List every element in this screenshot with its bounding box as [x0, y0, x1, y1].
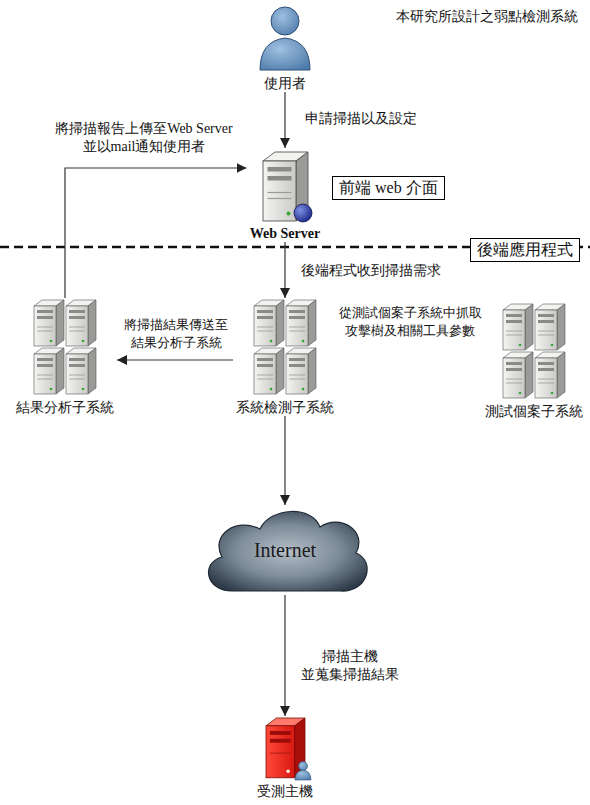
node-label: 結果分析子系統 [16, 399, 114, 417]
subsystem-node: 系統檢測子系統 [233, 298, 337, 416]
edge-label: 申請掃描以及設定 [296, 110, 426, 128]
node-label: 後端應用程式 [477, 240, 573, 260]
tier-box: 後端應用程式 [470, 238, 580, 262]
subsystem-node: 結果分析子系統 [13, 298, 117, 416]
tier-box: 前端 web 介面 [332, 176, 445, 200]
target-host-icon [266, 718, 311, 780]
edge-label: 後端程式收到掃描需求 [296, 262, 446, 280]
edge-label: 將掃描結果傳送至 結果分析子系統 [120, 316, 232, 352]
flow-arrow [284, 92, 285, 148]
flow-arrow [284, 595, 285, 716]
flow-arrow [65, 168, 247, 298]
subsystem-node: 測試個案子系統 [482, 302, 586, 420]
user-icon [260, 7, 310, 70]
flow-arrow [284, 242, 285, 298]
node-label: Internet [254, 538, 316, 562]
node-label: 測試個案子系統 [485, 403, 583, 421]
node-label: 受測主機 [257, 783, 313, 801]
edge-label: 將掃描報告上傳至Web Server 並以mail通知使用者 [38, 120, 250, 156]
diagram-title: 本研究所設計之弱點檢測系統 [396, 8, 578, 26]
node-label: 使用者 [264, 75, 306, 93]
server-stack-icon [34, 300, 96, 394]
node-label: 前端 web 介面 [339, 178, 438, 198]
node-label: Web Server [250, 225, 320, 243]
flow-arrow [284, 416, 285, 505]
edge-label: 從測試個案子系統中抓取 攻擊樹及相關工具參數 [337, 304, 483, 340]
server-node: Web Server [247, 148, 324, 242]
server-stack-icon [503, 304, 565, 398]
flow-arrow [117, 359, 233, 360]
node-label: 系統檢測子系統 [236, 399, 334, 417]
web-server-icon [263, 152, 312, 222]
network-cloud: Internet [200, 505, 370, 595]
server-stack-icon [254, 300, 316, 394]
user-node: 使用者 [255, 2, 315, 92]
edge-label: 掃描主機 並蒐集掃描結果 [292, 648, 408, 684]
host-node: 受測主機 [254, 716, 316, 800]
